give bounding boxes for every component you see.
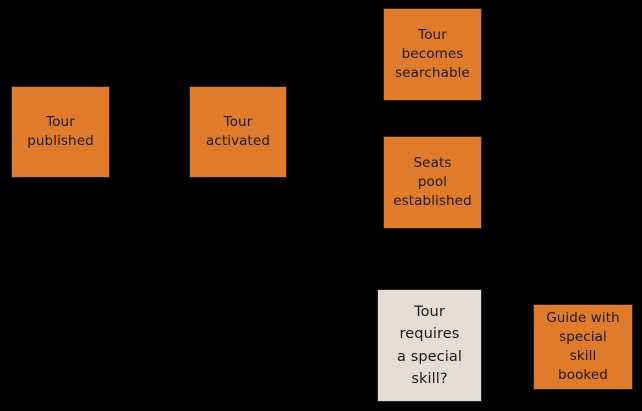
node-label: Tour becomes searchable <box>395 26 470 82</box>
node-tour-activated[interactable]: Tour activated <box>189 86 287 178</box>
node-label: Tour activated <box>205 113 271 149</box>
node-tour-becomes-searchable[interactable]: Tour becomes searchable <box>383 8 482 101</box>
node-label: Guide with special skill booked <box>546 309 620 384</box>
node-label: Tour published <box>27 113 94 149</box>
node-seats-pool-established[interactable]: Seats pool established <box>383 136 482 229</box>
node-label: Tour requires a special skill? <box>397 304 462 387</box>
node-guide-with-special-skill-booked[interactable]: Guide with special skill booked <box>533 304 633 390</box>
node-tour-published[interactable]: Tour published <box>11 86 110 178</box>
node-tour-requires-special-skill[interactable]: Tour requires a special skill? <box>377 289 482 402</box>
node-label: Seats pool established <box>393 154 472 210</box>
